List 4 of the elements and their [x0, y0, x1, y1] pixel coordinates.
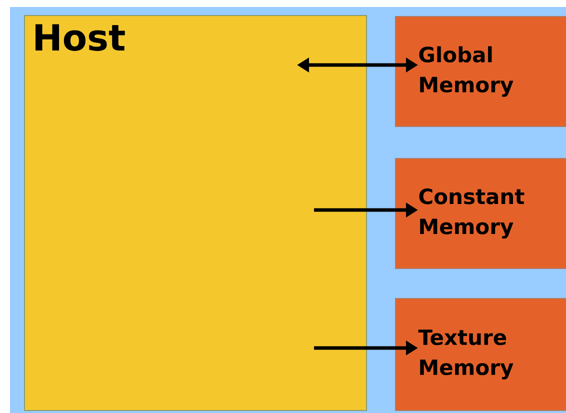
memory-box: Global Memory — [395, 16, 566, 127]
box-title: Host — [36, 24, 125, 51]
memory-box: Constant Memory — [395, 158, 566, 269]
memory-box: Texture Memory — [395, 298, 566, 411]
